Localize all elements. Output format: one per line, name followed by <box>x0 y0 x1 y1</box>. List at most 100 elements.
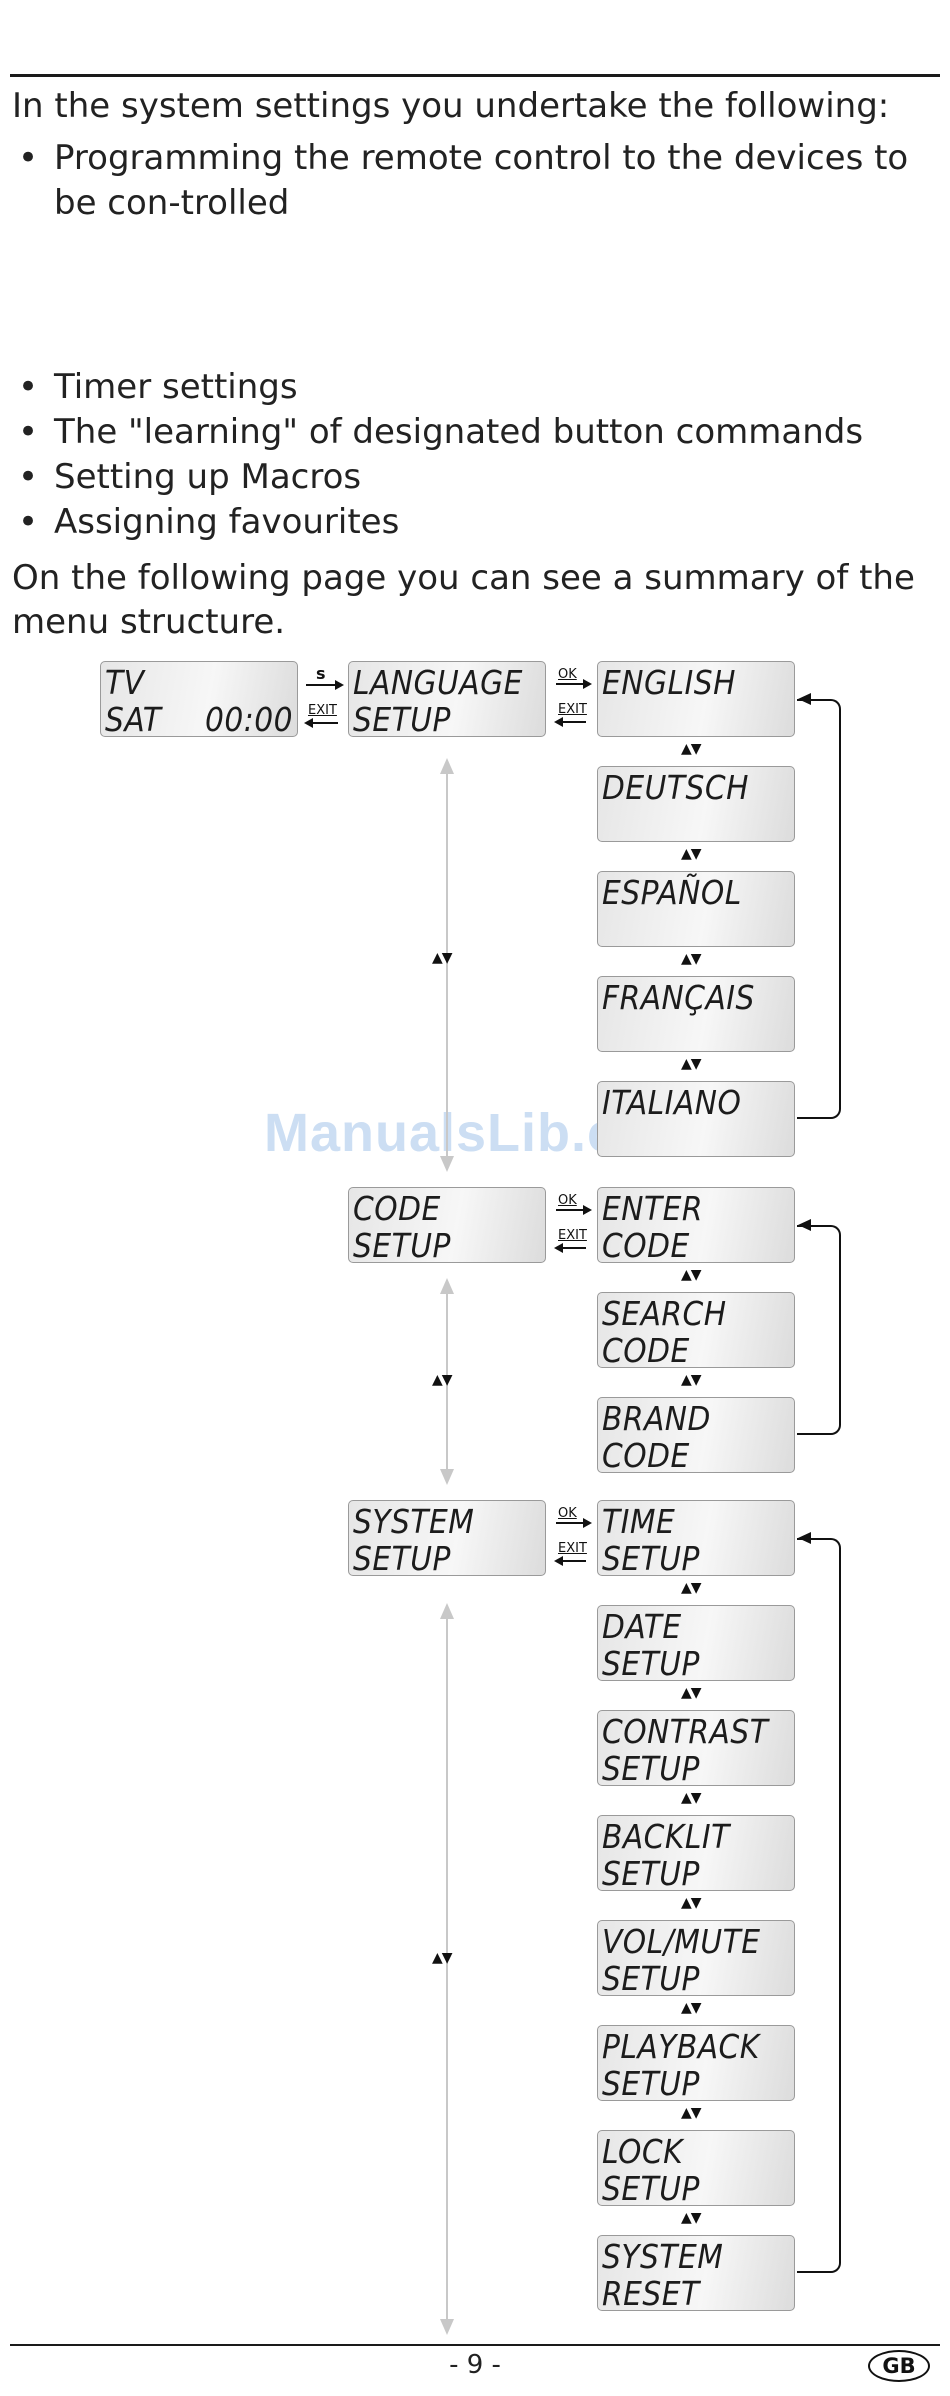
loop-arrowhead <box>798 1532 811 1544</box>
nav-arrows-label: ▲▼ <box>681 1580 702 1596</box>
lcd-line-2: SETUP <box>353 1226 451 1263</box>
loop-back-line <box>797 699 841 1119</box>
lcd-line-2: SETUP <box>602 2064 700 2101</box>
exit-label: EXIT <box>558 1541 587 1556</box>
lcd-line-1: SYSTEM <box>602 2237 724 2276</box>
bullet-item: Setting up Macros <box>12 455 932 500</box>
lcd-line-1: ESPAÑOL <box>602 873 742 912</box>
exit-arrow <box>554 718 586 726</box>
ok-label: OK <box>558 1193 577 1208</box>
nav-arrows-label: ▲▼ <box>681 2105 702 2121</box>
loop-back-line <box>797 1225 841 1435</box>
language-badge: GB <box>868 2350 930 2382</box>
exit-label: EXIT <box>558 1228 587 1243</box>
bullet-item: Programming the remote control to the de… <box>12 136 932 226</box>
lcd-line-1: TV <box>105 663 145 702</box>
nav-arrows-label: ▲▼ <box>432 950 453 966</box>
lcd-line-1: SYSTEM <box>353 1502 475 1541</box>
page-number: - 9 - <box>449 2350 501 2380</box>
bullet-item: Assigning favourites <box>12 500 932 545</box>
exit-label: EXIT <box>308 703 337 718</box>
exit-arrow <box>554 1244 586 1252</box>
lcd-line-1: VOL/MUTE <box>602 1922 761 1961</box>
lcd-line-2: CODE <box>602 1436 690 1473</box>
nav-arrows-label: ▲▼ <box>681 2210 702 2226</box>
vertical-arrow-up <box>440 758 454 774</box>
loop-arrowhead <box>798 1219 811 1231</box>
lcd-line-1: BRAND <box>602 1399 711 1438</box>
vertical-arrow-down <box>440 1469 454 1485</box>
lcd-line-2: SETUP <box>353 1539 451 1576</box>
lcd-line-2: SETUP <box>602 1644 700 1681</box>
nav-arrows-label: ▲▼ <box>681 1790 702 1806</box>
ok-arrow <box>556 1519 592 1527</box>
s-label: s <box>316 664 326 683</box>
vertical-arrow-down <box>440 2319 454 2335</box>
lcd-line-1: LANGUAGE <box>353 663 523 702</box>
lcd-line-2: SAT 00:00 <box>105 700 293 737</box>
nav-arrows-label: ▲▼ <box>681 1267 702 1283</box>
loop-arrowhead <box>798 693 811 705</box>
nav-arrows-label: ▲▼ <box>681 741 702 757</box>
lcd-line-1: CONTRAST <box>602 1712 769 1751</box>
ok-label: OK <box>558 1506 577 1521</box>
lcd-line-2: CODE <box>602 1331 690 1368</box>
lcd-line-2: RESET <box>602 2274 700 2311</box>
exit-arrow <box>304 719 338 727</box>
lcd-line-2: SETUP <box>602 2169 700 2206</box>
nav-arrows-label: ▲▼ <box>681 846 702 862</box>
lcd-submenu-item: ITALIANO <box>597 1081 795 1157</box>
lcd-line-1: SEARCH <box>602 1294 727 1333</box>
exit-arrow <box>554 1557 586 1565</box>
lcd-line-1: ENGLISH <box>602 663 736 702</box>
lcd-line-2: SETUP <box>602 1539 700 1576</box>
lcd-line-1: ENTER <box>602 1189 703 1228</box>
bullet-list-2: Timer settings The "learning" of designa… <box>12 365 932 545</box>
lcd-line-1: LOCK <box>602 2132 684 2171</box>
lcd-line-2: SETUP <box>602 1959 700 1996</box>
vertical-line <box>446 1617 448 2321</box>
lcd-line-1: BACKLIT <box>602 1817 730 1856</box>
intro-text: In the system settings you undertake the… <box>12 86 890 126</box>
exit-label: EXIT <box>558 702 587 717</box>
lcd-submenu-item: FRANÇAIS <box>597 976 795 1052</box>
bottom-rule <box>10 2344 940 2346</box>
lcd-time: 00:00 <box>204 700 293 737</box>
lcd-line-2: SETUP <box>353 700 451 737</box>
bullet-item: The "learning" of designated button comm… <box>12 410 932 455</box>
loop-back-line <box>797 1538 841 2273</box>
nav-arrows-label: ▲▼ <box>432 1372 453 1388</box>
lcd-submenu-item: ESPAÑOL <box>597 871 795 947</box>
bullet-item: Timer settings <box>12 365 932 410</box>
vertical-arrow-up <box>440 1278 454 1294</box>
summary-text: On the following page you can see a summ… <box>12 558 915 642</box>
nav-arrows-label: ▲▼ <box>681 1056 702 1072</box>
lcd-line-1: PLAYBACK <box>602 2027 760 2066</box>
vertical-line <box>446 1292 448 1471</box>
lcd-line-1: TIME <box>602 1502 676 1541</box>
lcd-submenu-item: ENGLISH <box>597 661 795 737</box>
lcd-line-2: SETUP <box>602 1749 700 1786</box>
nav-arrows-label: ▲▼ <box>681 1895 702 1911</box>
vertical-arrow-down <box>440 1156 454 1172</box>
ok-arrow <box>556 1206 592 1214</box>
lcd-sat: SAT <box>105 700 162 737</box>
vertical-arrow-up <box>440 1603 454 1619</box>
ok-label: OK <box>558 667 577 682</box>
nav-arrows-label: ▲▼ <box>681 951 702 967</box>
ok-arrow <box>556 680 592 688</box>
nav-arrows-label: ▲▼ <box>432 1950 453 1966</box>
s-arrow <box>306 681 344 689</box>
